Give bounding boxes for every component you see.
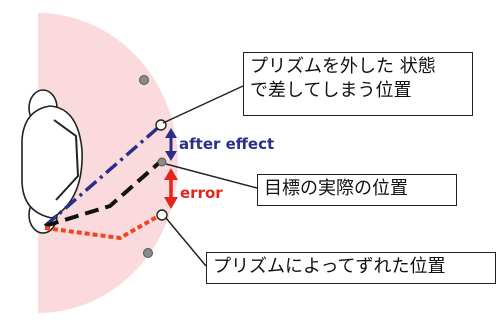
callout-target-actual: 目標の実際の位置 bbox=[257, 174, 457, 206]
position-dot-target bbox=[157, 157, 167, 167]
callout-prism-shifted: プリズムによってずれた位置 bbox=[206, 252, 496, 284]
leader-line-prism-removed bbox=[162, 85, 244, 124]
position-dot-prism-shifted bbox=[156, 209, 168, 221]
callout-prism-removed-line1: プリズムを外した 状態 bbox=[250, 56, 436, 77]
gaze-line-prism-shifted bbox=[44, 212, 163, 241]
reference-dot-top bbox=[139, 75, 149, 85]
callout-prism-removed: プリズムを外した 状態 で差してしまう位置 bbox=[243, 52, 473, 116]
subject-head-icon bbox=[21, 89, 83, 234]
pink-visual-field bbox=[38, 13, 178, 313]
gaze-line-target bbox=[44, 160, 162, 228]
after-effect-label: after effect bbox=[179, 135, 275, 153]
leader-line-prism-shifted bbox=[165, 217, 207, 267]
callout-prism-removed-line2: で差してしまう位置 bbox=[250, 80, 412, 101]
error-arrow bbox=[164, 168, 178, 209]
after-effect-arrow bbox=[165, 128, 177, 161]
error-label: error bbox=[180, 184, 223, 202]
reference-dot-bottom bbox=[143, 248, 153, 258]
leader-line-target bbox=[165, 163, 258, 189]
